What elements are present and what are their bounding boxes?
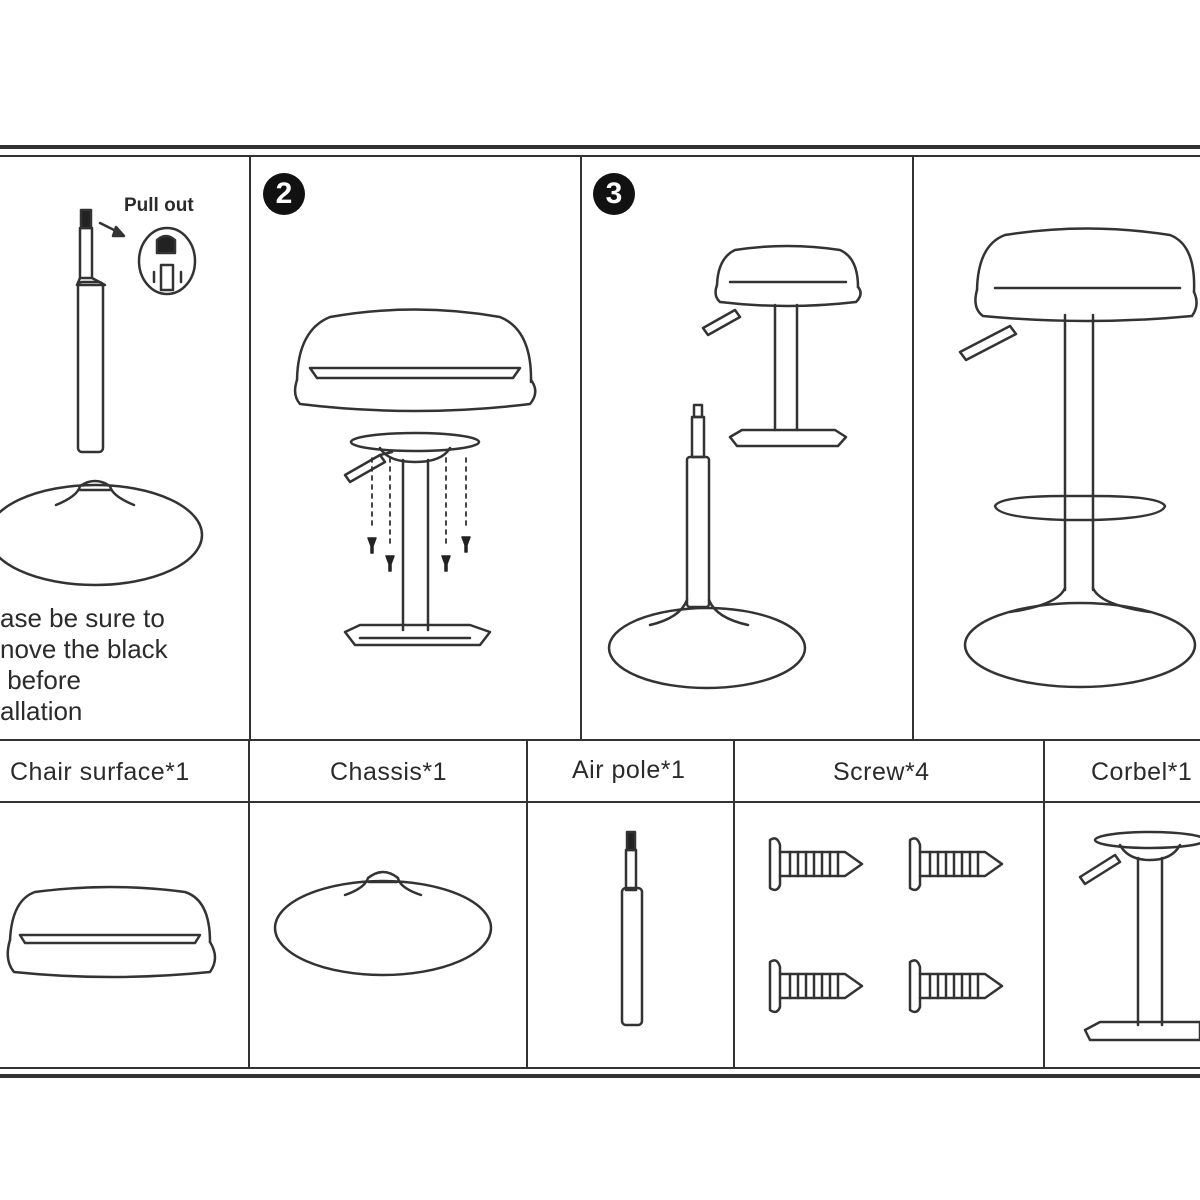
step1-note-line-1: ase be sure to [0, 603, 165, 633]
step1-cap-detail [137, 226, 197, 296]
assembled-stool [958, 227, 1198, 689]
part-label-corbel: Corbel*1 [1091, 758, 1193, 786]
step1-chassis [0, 479, 204, 587]
step2-screws [371, 457, 467, 549]
step1-note-line-4: allation [0, 696, 83, 726]
step2-footrest [343, 623, 492, 647]
step1-air-pole [75, 208, 107, 454]
step2-base-plate [343, 431, 481, 484]
grid-lines [0, 155, 1200, 1069]
part-label-chassis: Chassis*1 [330, 758, 448, 786]
step2-column [401, 458, 430, 632]
step1-note-line-2: nove the black [0, 634, 168, 664]
part-label-chair-surface: Chair surface*1 [10, 758, 190, 786]
step1-pull-out-arrow [98, 221, 126, 238]
step2-screw-heads [367, 536, 471, 572]
part-chassis-drawing [273, 870, 493, 977]
step-3-badge: 3 [593, 173, 635, 215]
part-chair-surface-drawing [6, 885, 217, 979]
part-label-screw: Screw*4 [833, 758, 930, 786]
step-2-badge: 2 [263, 173, 305, 215]
step3-pole-and-chassis [607, 403, 807, 690]
outer-frame [0, 145, 1200, 1078]
step1-note-line-3: before [0, 665, 81, 695]
part-screws-drawing [768, 837, 1004, 1014]
step2-seat [293, 308, 537, 413]
pull-out-callout: Pull out [124, 195, 194, 216]
part-label-air-pole: Air pole*1 [572, 756, 686, 784]
part-air-pole-drawing [620, 830, 644, 1027]
step3-upper-stool [701, 244, 862, 448]
part-corbel-drawing [1078, 830, 1200, 1042]
